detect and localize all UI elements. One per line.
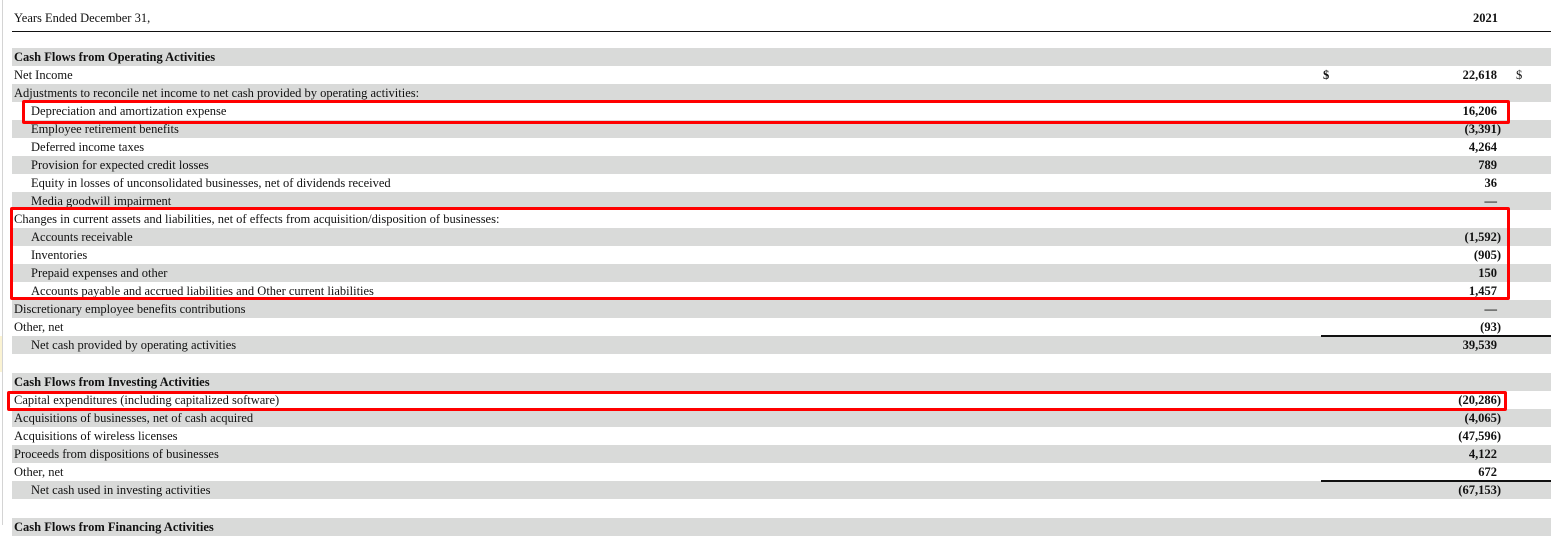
table-row-discretionary: Discretionary employee benefits contribu… — [12, 300, 1551, 318]
section-title: Cash Flows from Investing Activities — [14, 375, 210, 389]
table-row-dispositions: Proceeds from dispositions of businesses… — [12, 445, 1551, 463]
row-label: Acquisitions of wireless licenses — [14, 429, 178, 443]
left-border — [2, 0, 3, 525]
row-label: Accounts receivable — [31, 230, 133, 244]
period-label: Years Ended December 31, — [14, 11, 151, 25]
row-value: (905) — [1473, 248, 1501, 262]
row-label: Discretionary employee benefits contribu… — [14, 302, 246, 316]
section-header-financing: Cash Flows from Financing Activities — [12, 518, 1551, 536]
row-label: Accounts payable and accrued liabilities… — [31, 284, 374, 298]
row-value: (20,286) — [1458, 393, 1501, 407]
row-value: (3,391) — [1464, 122, 1501, 136]
left-tint — [0, 336, 2, 372]
row-value: — — [1484, 194, 1498, 208]
row-label: Net Income — [14, 68, 73, 82]
year-column-header: 2021 — [1473, 11, 1498, 25]
currency-symbol-trailing: $ — [1516, 68, 1523, 82]
table-row-inventories: Inventories (905) — [12, 246, 1551, 264]
table-row-credit-losses: Provision for expected credit losses 789 — [12, 156, 1551, 174]
row-label: Other, net — [14, 465, 64, 479]
section-header-operating: Cash Flows from Operating Activities — [12, 48, 1551, 66]
row-value: 4,122 — [1468, 447, 1497, 461]
table-row-net-cash-operating: Net cash provided by operating activitie… — [12, 335, 1551, 354]
row-value: — — [1484, 302, 1498, 316]
row-value: (93) — [1480, 320, 1501, 334]
row-label: Net cash used in investing activities — [31, 483, 211, 497]
table-row-net-cash-investing: Net cash used in investing activities (6… — [12, 480, 1551, 499]
cash-flow-table: Cash Flows from Operating Activities Net… — [12, 48, 1551, 536]
row-value: 150 — [1478, 266, 1497, 280]
row-label: Employee retirement benefits — [31, 122, 179, 136]
section-header-investing: Cash Flows from Investing Activities — [12, 373, 1551, 391]
table-row-accounts-receivable: Accounts receivable (1,592) — [12, 228, 1551, 246]
table-row-adjustments-heading: Adjustments to reconcile net income to n… — [12, 84, 1551, 102]
section-title: Cash Flows from Operating Activities — [14, 50, 216, 64]
row-label: Changes in current assets and liabilitie… — [14, 212, 500, 226]
row-label: Adjustments to reconcile net income to n… — [14, 86, 420, 100]
row-label: Media goodwill impairment — [31, 194, 172, 208]
row-label: Prepaid expenses and other — [31, 266, 168, 280]
row-value: 16,206 — [1462, 104, 1497, 118]
row-value: (67,153) — [1458, 483, 1501, 497]
table-row-accounts-payable: Accounts payable and accrued liabilities… — [12, 282, 1551, 300]
row-label: Equity in losses of unconsolidated busin… — [31, 176, 391, 190]
table-row-other-net-investing: Other, net 672 — [12, 463, 1551, 481]
row-value: 36 — [1484, 176, 1498, 190]
table-row-employee-retirement: Employee retirement benefits (3,391) — [12, 120, 1551, 138]
spacer — [12, 499, 1551, 518]
row-value: 39,539 — [1462, 338, 1497, 352]
row-value: 789 — [1478, 158, 1497, 172]
row-label: Provision for expected credit losses — [31, 158, 209, 172]
spacer — [12, 354, 1551, 373]
table-row-changes-heading: Changes in current assets and liabilitie… — [12, 210, 1551, 228]
row-value: 22,618 — [1462, 68, 1497, 82]
row-label: Other, net — [14, 320, 64, 334]
table-row-deferred-taxes: Deferred income taxes 4,264 — [12, 138, 1551, 156]
row-label: Acquisitions of businesses, net of cash … — [14, 411, 254, 425]
table-header: Years Ended December 31, 2021 — [12, 0, 1551, 32]
row-label: Proceeds from dispositions of businesses — [14, 447, 219, 461]
table-row-depreciation: Depreciation and amortization expense 16… — [12, 102, 1551, 120]
table-row-net-income: Net Income $ 22,618 $ — [12, 66, 1551, 84]
row-value: (47,596) — [1458, 429, 1501, 443]
row-label: Net cash provided by operating activitie… — [31, 338, 237, 352]
table-row-capex: Capital expenditures (including capitali… — [12, 391, 1551, 409]
row-label: Deferred income taxes — [31, 140, 145, 154]
row-value: (4,065) — [1464, 411, 1501, 425]
section-title: Cash Flows from Financing Activities — [14, 520, 214, 534]
row-value: (1,592) — [1464, 230, 1501, 244]
table-row-wireless-licenses: Acquisitions of wireless licenses (47,59… — [12, 427, 1551, 445]
table-row-other-net-operating: Other, net (93) — [12, 318, 1551, 336]
table-row-acquisitions-businesses: Acquisitions of businesses, net of cash … — [12, 409, 1551, 427]
row-value: 672 — [1478, 465, 1497, 479]
row-value: 4,264 — [1468, 140, 1497, 154]
table-row-media-goodwill: Media goodwill impairment — — [12, 192, 1551, 210]
row-label: Depreciation and amortization expense — [31, 104, 227, 118]
currency-symbol: $ — [1323, 68, 1330, 82]
row-label: Inventories — [31, 248, 88, 262]
table-row-prepaid: Prepaid expenses and other 150 — [12, 264, 1551, 282]
row-value: 1,457 — [1468, 284, 1497, 298]
table-row-equity-losses: Equity in losses of unconsolidated busin… — [12, 174, 1551, 192]
row-label: Capital expenditures (including capitali… — [14, 393, 280, 407]
